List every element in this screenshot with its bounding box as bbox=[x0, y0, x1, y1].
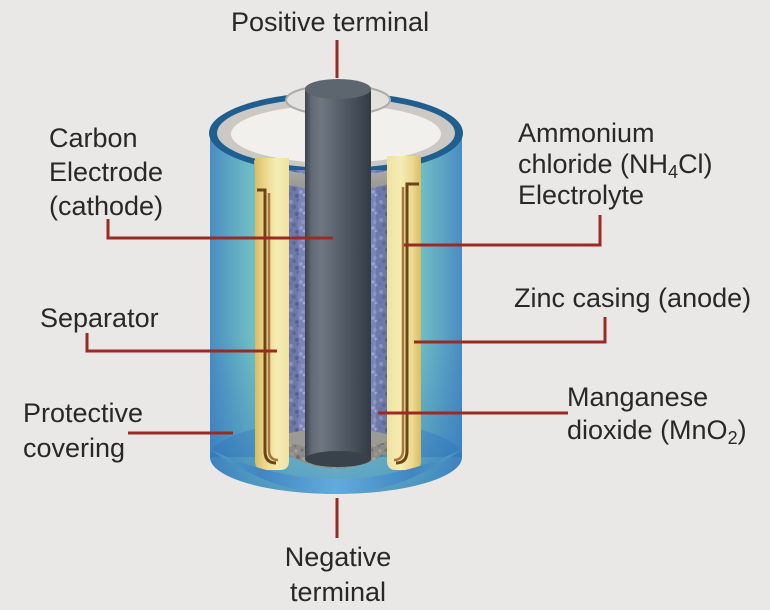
carbon-rod-bottom bbox=[305, 451, 371, 467]
subscript-2: 2 bbox=[727, 428, 738, 448]
paste-shadow-right bbox=[376, 170, 388, 448]
top-seal-ring bbox=[254, 160, 421, 191]
leader-lines bbox=[85, 40, 607, 538]
separator-fold-right-light bbox=[393, 187, 405, 462]
leader-zinc-casing bbox=[414, 317, 607, 344]
label-zinc-casing: Zinc casing (anode) bbox=[514, 283, 752, 313]
label-electrolyte: Ammonium chloride (NH4Cl) Electrolyte bbox=[518, 118, 713, 210]
label-positive-terminal: Positive terminal bbox=[231, 7, 430, 37]
subscript-4: 4 bbox=[668, 162, 679, 182]
leader-electrolyte bbox=[404, 215, 602, 247]
leader-carbon-electrode bbox=[106, 219, 333, 240]
separator-fold-left-dark bbox=[257, 188, 277, 465]
label-carbon-electrode: Carbon Electrode (cathode) bbox=[49, 123, 164, 221]
separator-fold-right-dark bbox=[395, 182, 419, 465]
zinc-separator-layer-left bbox=[255, 158, 289, 470]
carbon-rod-top bbox=[305, 79, 371, 99]
label-protective-covering: Protective covering bbox=[23, 398, 144, 463]
leader-separator bbox=[85, 333, 277, 353]
carbon-rod bbox=[305, 88, 371, 459]
label-manganese-dioxide: Manganese dioxide (MnO2) bbox=[567, 382, 747, 448]
label-separator: Separator bbox=[40, 303, 159, 333]
separator-fold-left-light bbox=[267, 193, 279, 462]
label-negative-terminal: Negative terminal bbox=[284, 542, 392, 607]
casing-front-bottom-band bbox=[211, 450, 461, 494]
